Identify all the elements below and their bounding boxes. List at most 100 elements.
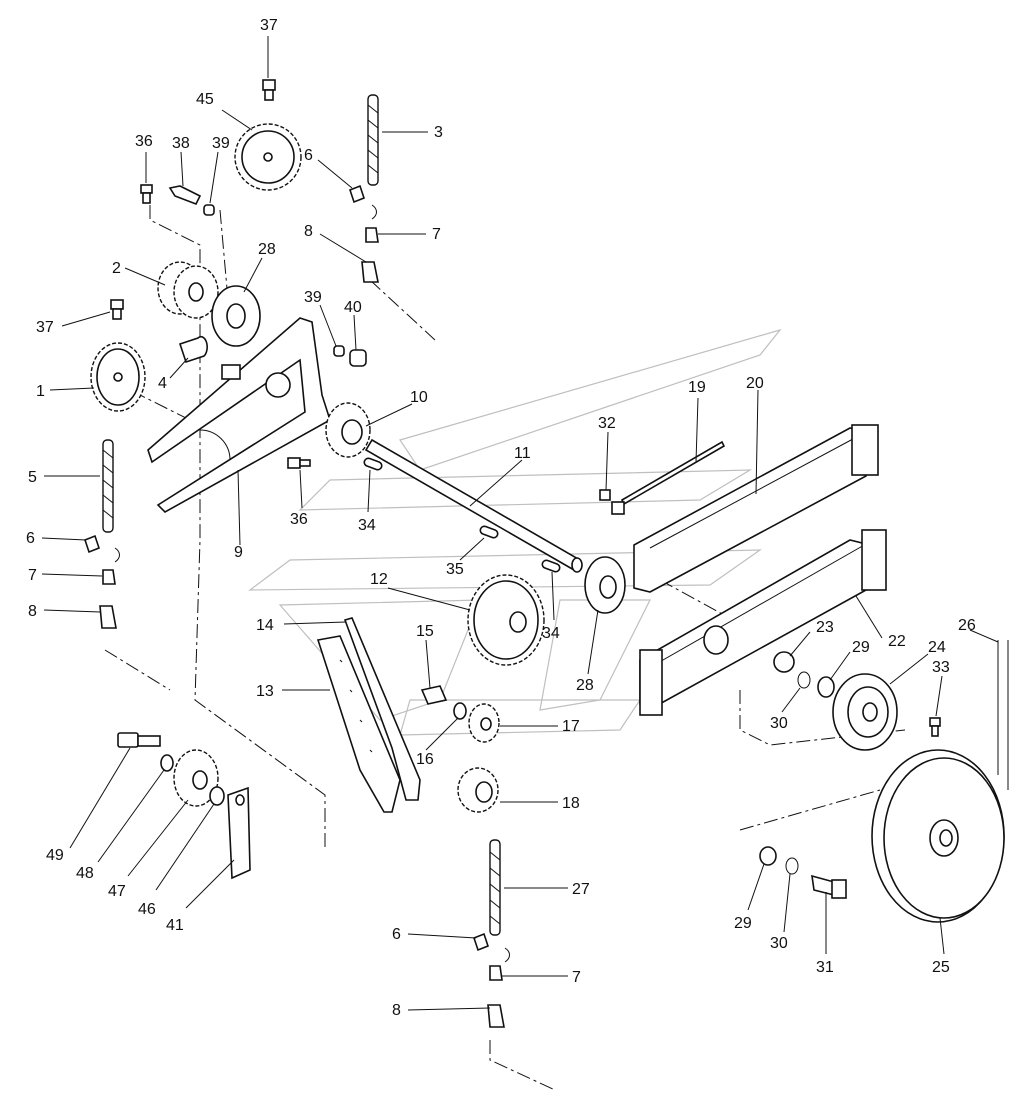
- bolt-31-head: [831, 879, 847, 899]
- bolt-36-mid-shank: [299, 459, 311, 467]
- callout-34-b: 34: [542, 625, 560, 642]
- sprocket-1-hole: [113, 372, 123, 382]
- beam-22-endplate-left: [639, 649, 663, 716]
- sprocket-47: [173, 749, 219, 807]
- assembly-line-sprocket-1: [109, 379, 191, 421]
- leader-37b: [61, 311, 111, 327]
- ring-30-top: [797, 671, 811, 689]
- sprocket-10: [325, 402, 371, 458]
- callout-22: 22: [888, 633, 906, 650]
- bolt-shank: [264, 89, 274, 101]
- leader-34a: [367, 469, 371, 513]
- beam-22-edge: [655, 543, 867, 665]
- callout-47: 47: [108, 883, 126, 900]
- flange-28-lower-bore: [599, 575, 617, 599]
- bush-40: [349, 349, 367, 367]
- callout-7-top: 7: [432, 226, 441, 243]
- beam-22: [639, 529, 887, 716]
- leader-6b: [41, 537, 87, 541]
- flange-bearing-28-top: [211, 285, 261, 347]
- leader-6a: [317, 159, 353, 189]
- callout-13: 13: [256, 683, 274, 700]
- leader-8b: [43, 609, 101, 613]
- assembly-line-top-chain: [369, 279, 436, 341]
- callout-27: 27: [572, 881, 590, 898]
- idler-pulley-24: [832, 673, 898, 751]
- leader-12: [387, 587, 471, 611]
- sprocket-17-hub: [480, 717, 492, 731]
- leader-30b: [783, 873, 791, 933]
- chain-27: [489, 839, 501, 936]
- callout-32: 32: [598, 415, 616, 432]
- nut-32-block: [611, 501, 625, 515]
- callout-6-bottom: 6: [392, 926, 401, 943]
- callout-34-a: 34: [358, 517, 376, 534]
- callout-26: 26: [958, 617, 976, 634]
- bolt-49-head: [117, 732, 139, 748]
- nut-23-shape: [773, 651, 795, 673]
- spacer-4-body: [178, 335, 208, 364]
- leader-lines: [41, 36, 999, 1011]
- ring-30-bottom: [785, 857, 799, 875]
- washer-29-top-shape: [817, 676, 835, 698]
- sprocket-18-hub: [475, 781, 493, 803]
- spring-39-shape: [203, 204, 215, 216]
- shaft-11: [364, 438, 583, 573]
- leader-39a: [209, 151, 219, 204]
- sprocket-17: [468, 703, 500, 743]
- sprocket-12-body: [473, 580, 539, 660]
- shaft-11-end: [571, 557, 583, 573]
- sprocket-47-hub: [192, 770, 208, 790]
- sprocket-2: [157, 261, 219, 319]
- sprocket-10-hub: [341, 419, 363, 445]
- leader-33: [935, 675, 943, 717]
- guide-14-body: [343, 617, 421, 801]
- bolt-37-left-shank: [112, 308, 122, 320]
- link-7-bottom: [489, 965, 503, 981]
- washer-29-bottom: [759, 846, 777, 866]
- spring-39-top: [203, 204, 215, 216]
- washer-16: [453, 702, 467, 720]
- bolt-36-head: [140, 184, 153, 194]
- sprocket-2-hub: [188, 282, 204, 302]
- leader-11: [469, 459, 523, 507]
- beam-22-endplate-right: [861, 529, 887, 591]
- beam-22-hole: [703, 625, 729, 655]
- beam-20-body: [633, 427, 867, 593]
- leader-39b: [319, 304, 337, 347]
- leader-24: [889, 653, 929, 685]
- leader-38: [180, 151, 184, 187]
- chain-5-body: [102, 439, 114, 533]
- bracket-9-plate: [147, 317, 331, 513]
- plate-8-bottom: [487, 1004, 505, 1028]
- callout-29-top: 29: [852, 639, 870, 656]
- chain-connector-bottom: [473, 932, 510, 1028]
- shaft-11-body: [364, 438, 582, 572]
- arm-41: [227, 786, 251, 880]
- pulley-25: [871, 749, 1005, 923]
- bolt-38: [168, 185, 202, 206]
- guide-13-body: [316, 635, 401, 813]
- bolt-37-left-head: [110, 299, 124, 310]
- bolt-head: [262, 79, 276, 91]
- callout-25: 25: [932, 959, 950, 976]
- callout-41: 41: [166, 917, 184, 934]
- bush-40-shape: [349, 349, 367, 367]
- callout-14: 14: [256, 617, 274, 634]
- callout-38: 38: [172, 135, 190, 152]
- washer-46: [209, 786, 225, 806]
- bracket-9-hole: [265, 372, 291, 398]
- callout-28-top: 28: [258, 241, 276, 258]
- bolt-31: [811, 874, 847, 899]
- leader-29a: [829, 651, 851, 681]
- callout-24: 24: [928, 639, 946, 656]
- plate-8-top: [361, 261, 379, 283]
- callout-6-top: 6: [304, 147, 313, 164]
- sprocket-45: [234, 123, 302, 191]
- leader-41: [185, 859, 235, 909]
- bolt-36-top: [140, 184, 153, 204]
- callout-30-bottom: 30: [770, 935, 788, 952]
- leader-16: [425, 717, 459, 751]
- link-7-top: [365, 227, 379, 243]
